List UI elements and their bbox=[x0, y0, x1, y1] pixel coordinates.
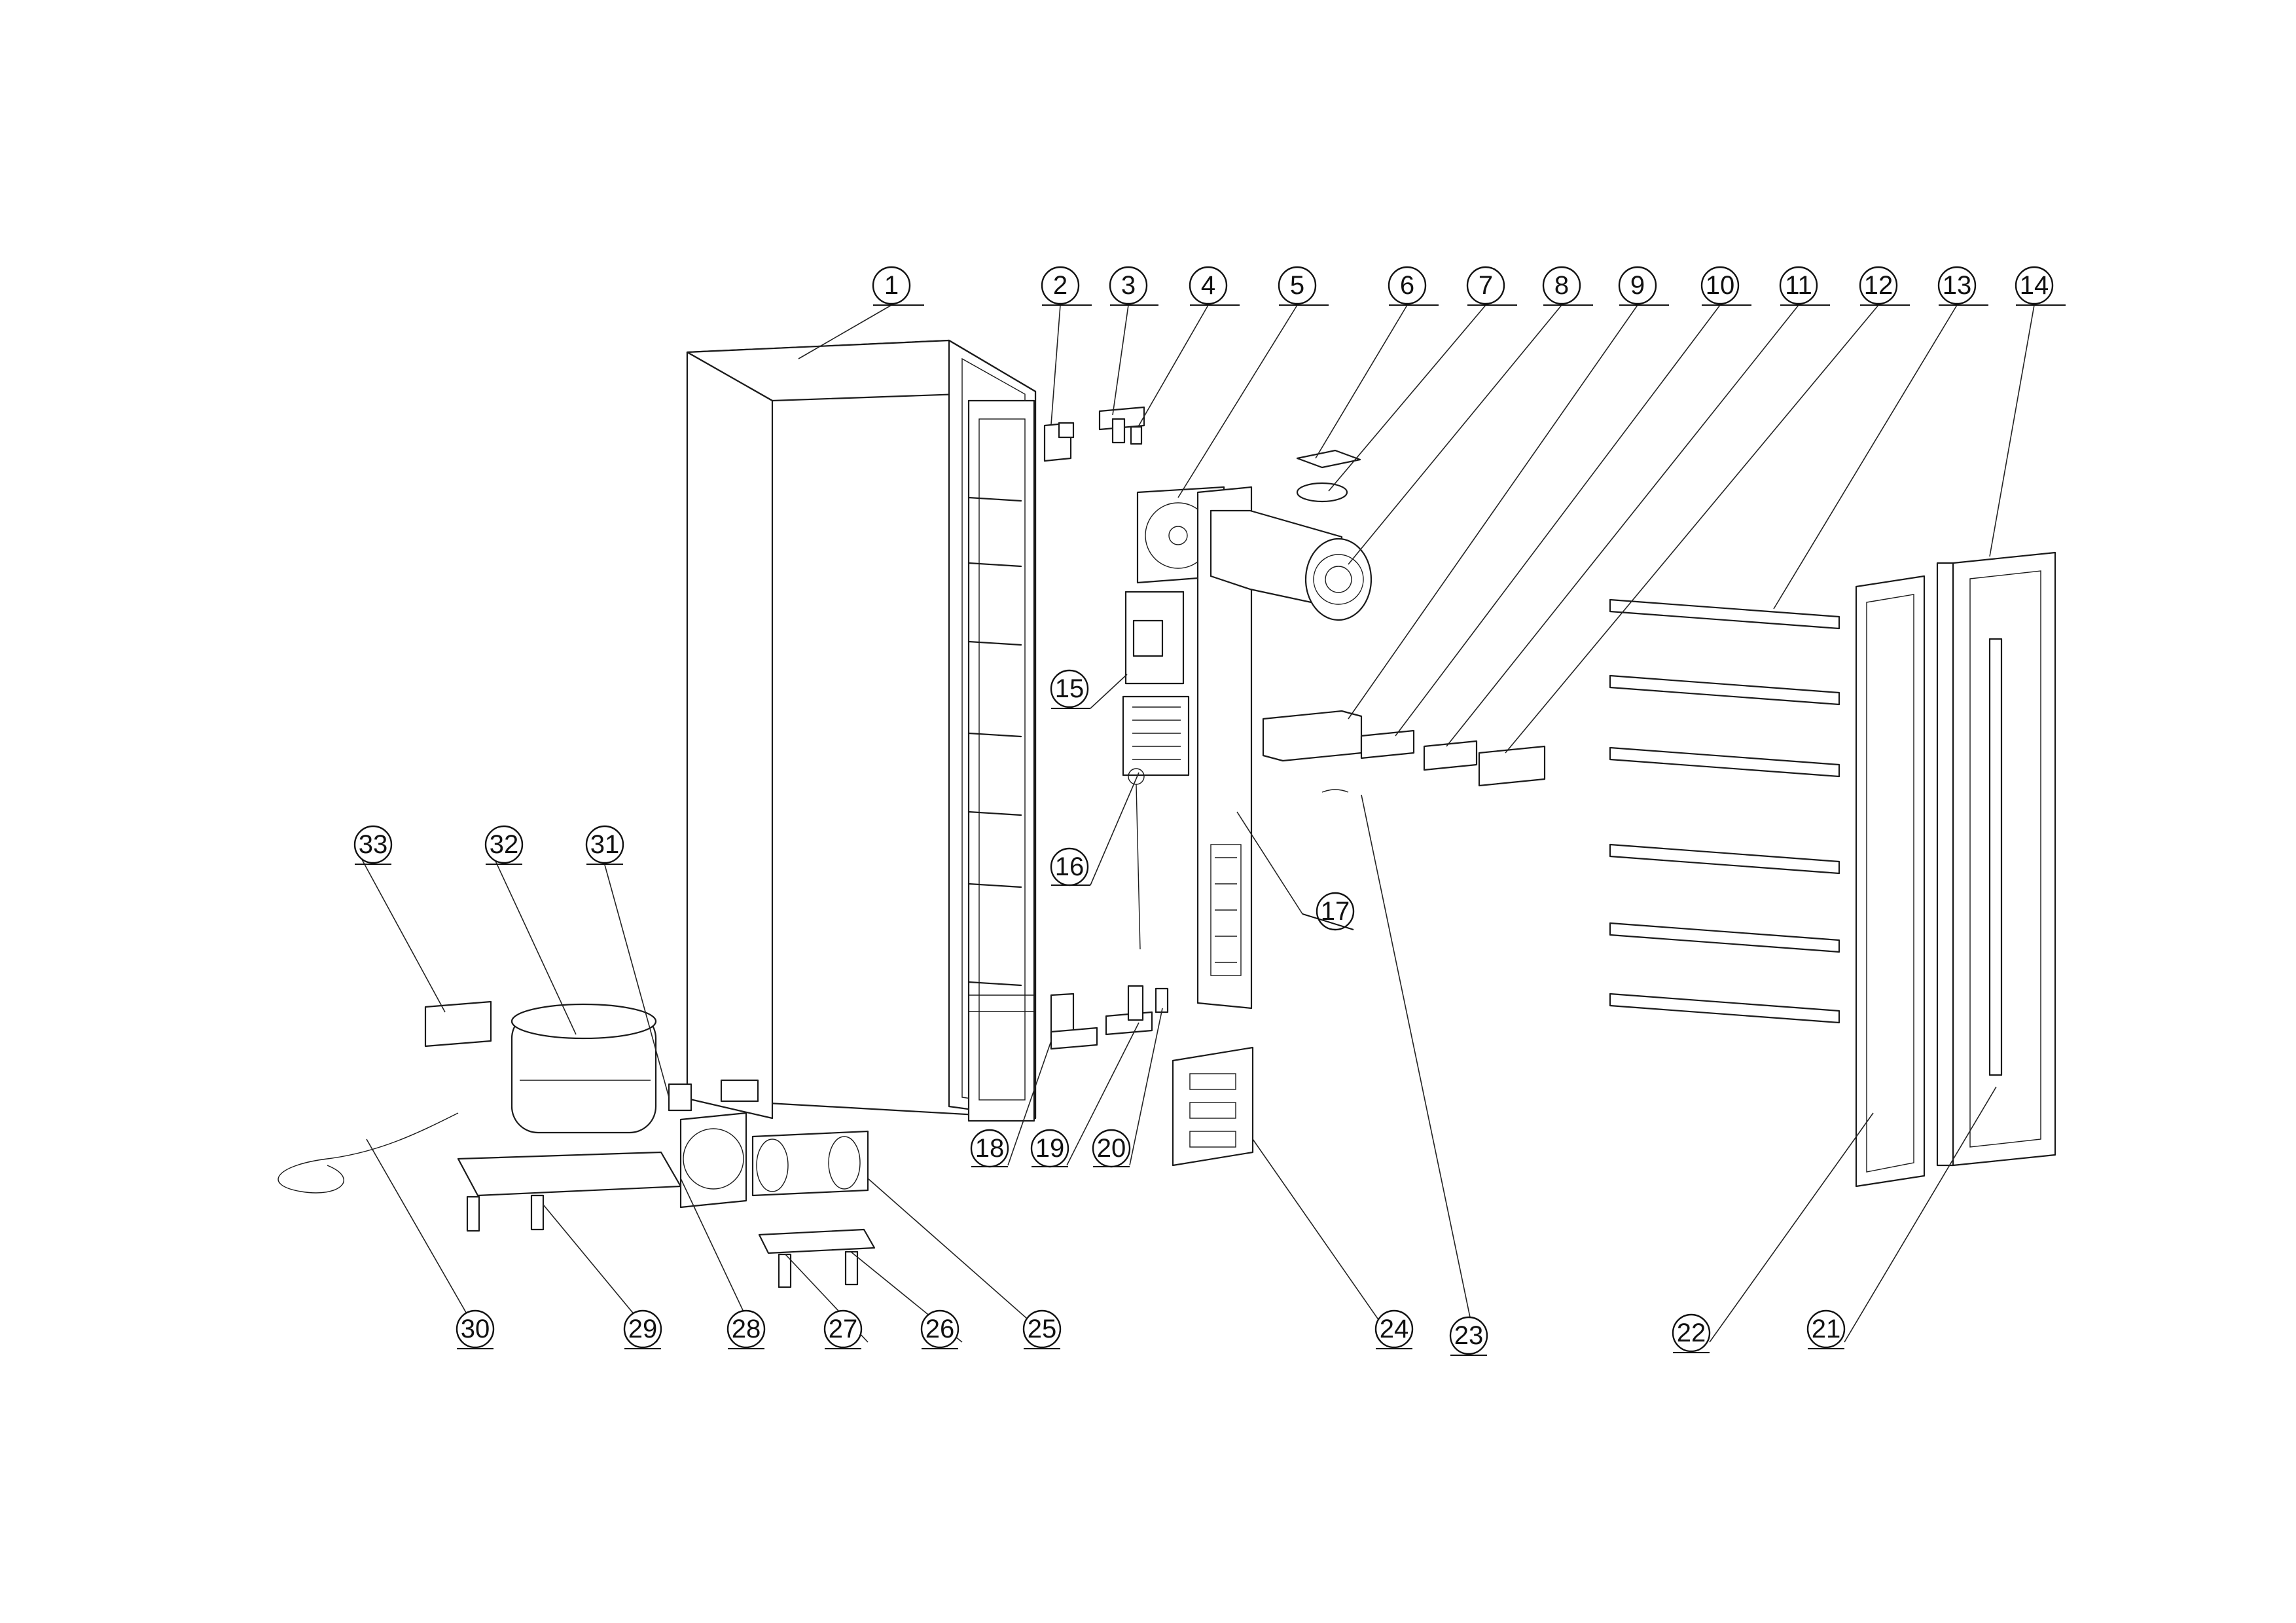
callout-25: 25 bbox=[1022, 1309, 1062, 1349]
svg-text:32: 32 bbox=[490, 830, 519, 859]
callout-6: 6 bbox=[1388, 266, 1439, 306]
svg-text:27: 27 bbox=[829, 1315, 858, 1343]
callout-1: 1 bbox=[872, 266, 924, 306]
callout-32: 32 bbox=[484, 825, 524, 865]
callout-20: 20 bbox=[1092, 1129, 1131, 1168]
callout-27: 27 bbox=[823, 1309, 863, 1349]
svg-text:14: 14 bbox=[2020, 271, 2049, 300]
compressor-assembly bbox=[278, 1000, 876, 1288]
callout-8: 8 bbox=[1542, 266, 1593, 306]
svg-text:4: 4 bbox=[1201, 271, 1215, 300]
callout-29: 29 bbox=[623, 1309, 662, 1349]
callout-7: 7 bbox=[1466, 266, 1517, 306]
svg-text:18: 18 bbox=[975, 1134, 1005, 1163]
svg-text:23: 23 bbox=[1454, 1321, 1484, 1350]
bottom-hinge-parts bbox=[1050, 985, 1169, 1050]
callout-3: 3 bbox=[1109, 266, 1158, 306]
callout-15: 15 bbox=[1050, 669, 1090, 709]
svg-text:26: 26 bbox=[925, 1315, 955, 1343]
front-grille bbox=[1172, 1046, 1254, 1167]
callout-16: 16 bbox=[1050, 847, 1090, 886]
svg-text:28: 28 bbox=[732, 1315, 761, 1343]
svg-text:1: 1 bbox=[884, 271, 899, 300]
callout-17: 17 bbox=[1302, 892, 1355, 931]
svg-text:16: 16 bbox=[1055, 852, 1085, 881]
top-hinge-parts bbox=[1043, 406, 1145, 462]
leader-lines bbox=[357, 304, 2035, 1349]
svg-text:17: 17 bbox=[1321, 897, 1350, 926]
svg-text:3: 3 bbox=[1121, 271, 1136, 300]
callout-33: 33 bbox=[353, 825, 393, 865]
svg-text:19: 19 bbox=[1035, 1134, 1065, 1163]
callout-14: 14 bbox=[2015, 266, 2066, 306]
door-assembly bbox=[1855, 551, 2056, 1188]
wire-shelves bbox=[1609, 598, 1840, 1024]
callout-18: 18 bbox=[970, 1129, 1009, 1168]
svg-text:11: 11 bbox=[1785, 271, 1812, 300]
svg-text:13: 13 bbox=[1943, 271, 1972, 300]
callout-28: 28 bbox=[726, 1309, 766, 1349]
svg-text:6: 6 bbox=[1400, 271, 1414, 300]
fan-duct-assembly bbox=[1136, 486, 1372, 1010]
svg-text:10: 10 bbox=[1706, 271, 1735, 300]
callout-31: 31 bbox=[585, 825, 624, 865]
callout-9: 9 bbox=[1618, 266, 1669, 306]
svg-text:30: 30 bbox=[461, 1315, 490, 1343]
callout-24: 24 bbox=[1374, 1309, 1414, 1349]
top-small-parts bbox=[1296, 449, 1361, 503]
svg-text:8: 8 bbox=[1554, 271, 1569, 300]
svg-text:5: 5 bbox=[1290, 271, 1304, 300]
svg-text:15: 15 bbox=[1055, 674, 1085, 703]
callouts: 1 2 3 4 5 6 7 8 bbox=[353, 266, 2066, 1356]
callout-22: 22 bbox=[1672, 1313, 1711, 1353]
callout-19: 19 bbox=[1030, 1129, 1069, 1168]
svg-text:12: 12 bbox=[1864, 271, 1893, 300]
cabinet-body bbox=[686, 339, 1037, 1122]
callout-10: 10 bbox=[1700, 266, 1751, 306]
callout-30: 30 bbox=[456, 1309, 495, 1349]
svg-text:31: 31 bbox=[590, 830, 620, 859]
svg-text:20: 20 bbox=[1097, 1134, 1126, 1163]
svg-text:22: 22 bbox=[1677, 1319, 1706, 1347]
callout-5: 5 bbox=[1278, 266, 1329, 306]
callout-11: 11 bbox=[1779, 266, 1830, 306]
svg-text:33: 33 bbox=[359, 830, 388, 859]
svg-text:25: 25 bbox=[1028, 1315, 1057, 1343]
svg-text:2: 2 bbox=[1053, 271, 1067, 300]
evaporator-parts bbox=[1122, 591, 1190, 950]
callout-4: 4 bbox=[1189, 266, 1240, 306]
svg-text:7: 7 bbox=[1479, 271, 1493, 300]
control-box-parts bbox=[1262, 710, 1546, 793]
svg-text:9: 9 bbox=[1630, 271, 1645, 300]
svg-text:24: 24 bbox=[1380, 1315, 1409, 1343]
callout-21: 21 bbox=[1806, 1309, 1846, 1349]
callout-12: 12 bbox=[1859, 266, 1910, 306]
callout-26: 26 bbox=[920, 1309, 960, 1349]
callout-23: 23 bbox=[1449, 1316, 1488, 1356]
svg-text:21: 21 bbox=[1812, 1315, 1841, 1343]
callout-13: 13 bbox=[1937, 266, 1988, 306]
svg-text:29: 29 bbox=[628, 1315, 658, 1343]
callout-2: 2 bbox=[1041, 266, 1092, 306]
